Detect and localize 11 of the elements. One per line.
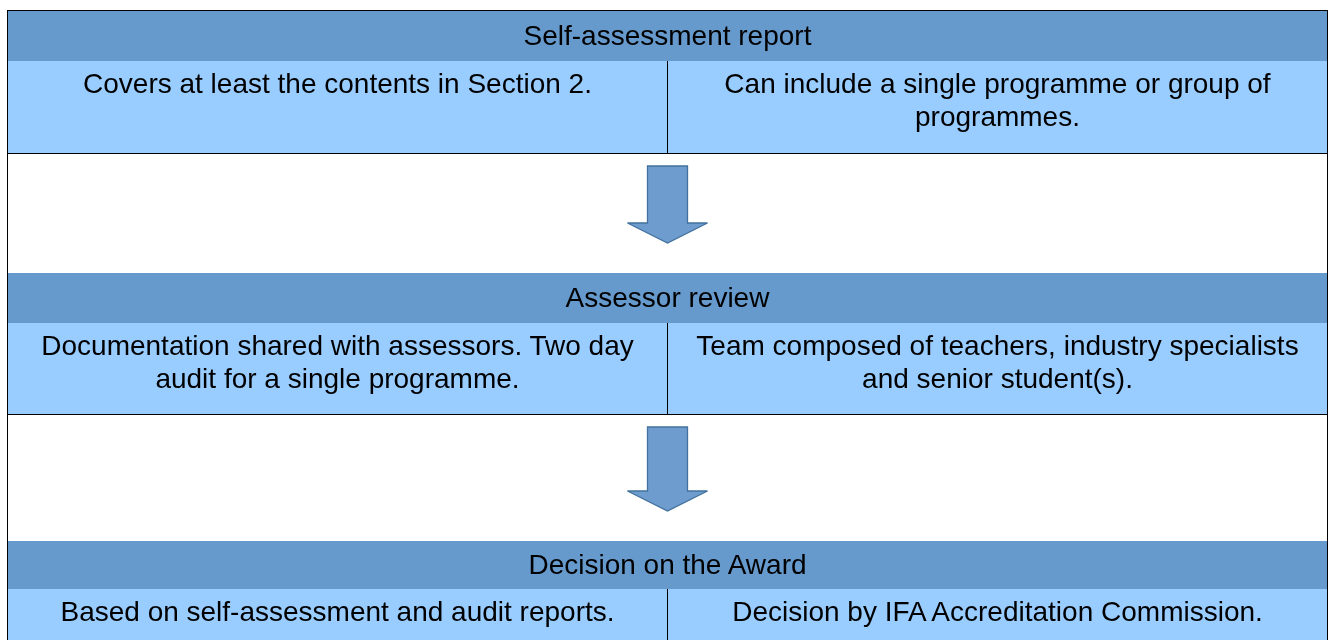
description-cell: Decision by IFA Accreditation Commission. <box>667 589 1327 640</box>
description-cell: Can include a single programme or group of programmes. <box>667 61 1327 153</box>
block-arrow <box>626 426 709 512</box>
description-cell: Covers at least the contents in Section 2. <box>8 61 667 153</box>
description-cell: Team composed of teachers, industry specialists and senior student(s). <box>667 323 1327 414</box>
stage-heading: Decision on the Award <box>8 541 1327 589</box>
stage-heading: Self-assessment report <box>8 11 1327 61</box>
description-cell: Based on self-assessment and audit reports. <box>8 589 667 640</box>
block-arrow <box>626 165 709 244</box>
stage-heading: Assessor review <box>8 273 1327 323</box>
description-cell: Documentation shared with assessors. Two day audit for a single programme. <box>8 323 667 414</box>
